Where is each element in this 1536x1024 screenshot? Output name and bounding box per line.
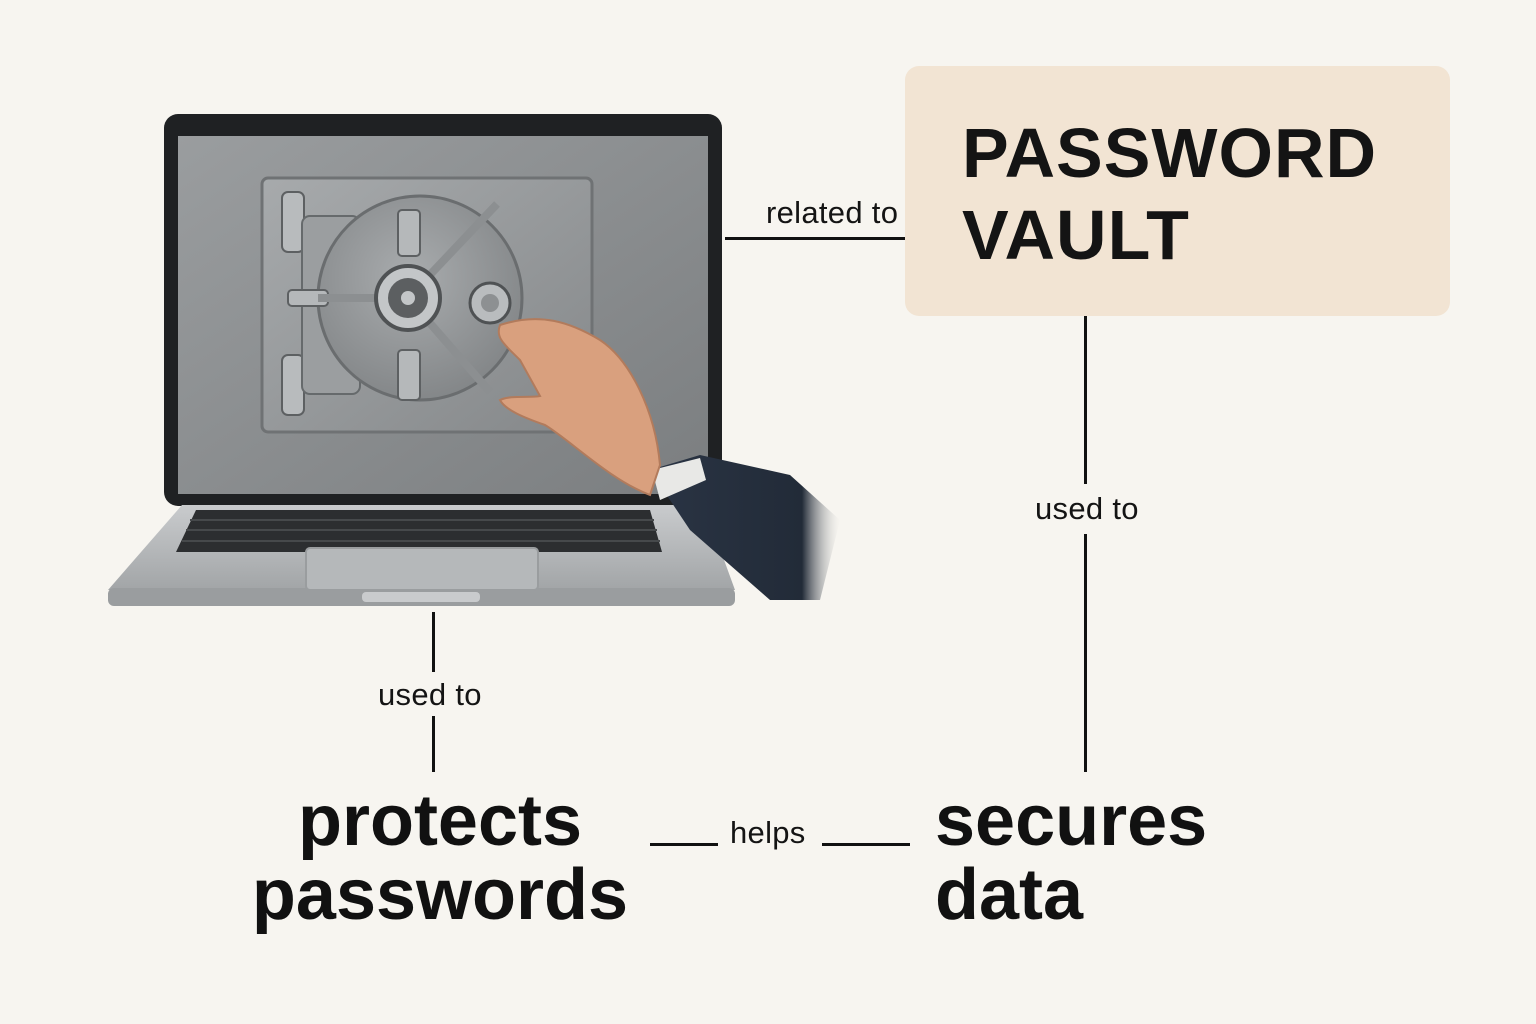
vault-node-label: PASSWORD VAULT (962, 114, 1378, 274)
edge-line-used-left-bottom (432, 716, 435, 772)
edge-line-used-right-bottom (1084, 534, 1087, 772)
edge-label-used-right: used to (1035, 491, 1139, 526)
edge-line-related (725, 237, 905, 240)
edge-label-helps: helps (730, 815, 806, 850)
edge-label-related: related to (766, 195, 899, 230)
secures-node-label: secures data (935, 781, 1208, 935)
laptop-vault-icon (108, 114, 840, 606)
edge-line-helps-left (650, 843, 718, 846)
edge-line-helps-right (822, 843, 910, 846)
vault-node-box (905, 66, 1450, 316)
edge-line-used-left-top (432, 612, 435, 672)
edge-line-used-right-top (1084, 316, 1087, 484)
protects-node-label: protects passwords (251, 781, 629, 935)
edge-label-used-left: used to (378, 677, 482, 712)
